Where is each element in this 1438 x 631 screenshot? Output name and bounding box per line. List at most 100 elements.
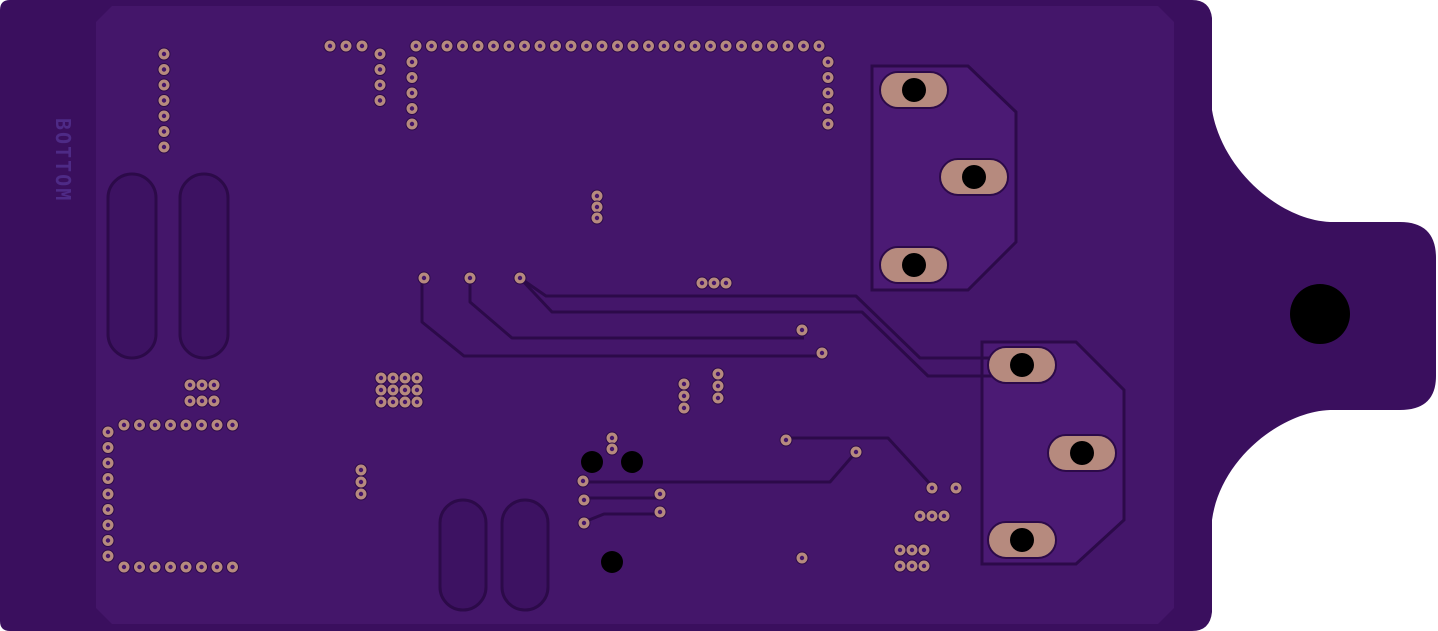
layer-label: BOTTOM	[51, 118, 75, 202]
pad-hole	[708, 43, 713, 49]
pad-hole	[230, 422, 235, 428]
pad-hole	[609, 435, 615, 441]
pad-hole	[692, 43, 698, 49]
pad-hole	[187, 382, 193, 388]
pad-hole	[953, 485, 959, 491]
pad-hole	[921, 563, 927, 569]
trace	[519, 276, 1000, 360]
pot-hole	[902, 253, 926, 277]
pad-hole	[358, 479, 364, 485]
pad-hole	[681, 393, 687, 399]
pad-hole	[377, 82, 383, 88]
pad-hole	[211, 398, 217, 404]
pad-hole	[377, 67, 383, 72]
pad-hole	[444, 43, 450, 49]
pad-hole	[137, 564, 142, 570]
pad-hole	[819, 350, 825, 356]
pad-hole	[199, 564, 204, 570]
slot	[438, 498, 488, 612]
pad-hole	[799, 555, 805, 561]
pad-hole	[409, 59, 415, 65]
pad-hole	[467, 275, 473, 281]
trace	[786, 436, 934, 488]
pad-hole	[783, 437, 789, 443]
trace	[518, 276, 1000, 378]
pad-hole	[187, 398, 193, 404]
pad-hole	[580, 478, 586, 484]
pad-hole	[897, 563, 903, 569]
pad-hole	[594, 193, 600, 199]
pad-hole	[414, 399, 420, 405]
pad-hole	[715, 383, 721, 389]
pad-hole	[214, 422, 220, 428]
pad-hole	[646, 43, 651, 49]
pad-hole	[715, 395, 721, 401]
pad-hole	[929, 513, 935, 519]
pad-hole	[137, 422, 142, 428]
pad-hole	[785, 43, 791, 49]
pad-hole	[105, 538, 111, 543]
pad-hole	[909, 563, 915, 569]
via-hole	[581, 451, 603, 473]
pad-hole	[105, 476, 111, 481]
pot-hole	[962, 165, 986, 189]
pad-hole	[801, 43, 806, 49]
pad-hole	[377, 98, 383, 103]
pad-hole	[475, 43, 481, 49]
pad-hole	[409, 121, 415, 127]
pad-hole	[414, 375, 420, 381]
pad-hole	[199, 422, 204, 428]
pad-hole	[460, 43, 465, 49]
pad-hole	[897, 547, 903, 553]
pad-hole	[421, 275, 427, 281]
pad-hole	[105, 491, 111, 497]
pad-hole	[183, 422, 189, 428]
pad-hole	[343, 43, 349, 49]
pad-hole	[909, 547, 915, 553]
pad-hole	[799, 327, 805, 333]
trace	[583, 512, 660, 524]
pad-hole	[599, 43, 605, 49]
pad-hole	[657, 509, 663, 515]
pad-hole	[161, 51, 167, 57]
pad-hole	[168, 564, 173, 570]
holes	[581, 284, 1350, 573]
pad-hole	[825, 59, 831, 65]
pad-hole	[630, 43, 636, 49]
pad-hole	[699, 280, 705, 286]
pad-hole	[715, 371, 721, 377]
slot	[106, 172, 158, 360]
pad-hole	[378, 387, 384, 393]
trace	[468, 278, 804, 340]
pad-hole	[121, 422, 127, 428]
pad-hole	[161, 129, 167, 134]
pad-hole	[409, 75, 415, 80]
pad-hole	[105, 429, 111, 435]
pad-hole	[378, 399, 384, 405]
pad-hole	[105, 507, 111, 512]
pad-hole	[429, 43, 434, 49]
pad-hole	[409, 90, 415, 96]
pad-hole	[657, 491, 663, 497]
pad-hole	[214, 564, 220, 570]
pad-hole	[681, 381, 687, 387]
pad-hole	[161, 113, 167, 119]
pad-hole	[152, 422, 158, 428]
pad-hole	[230, 564, 235, 570]
pad-hole	[161, 67, 167, 72]
pad-hole	[754, 43, 760, 49]
pad-hole	[105, 445, 111, 450]
pad-hole	[723, 43, 729, 49]
trace	[420, 278, 822, 358]
pad-hole	[359, 43, 365, 49]
pad-hole	[390, 399, 396, 405]
pad-hole	[522, 43, 527, 49]
pad-hole	[825, 75, 831, 80]
slots	[106, 172, 550, 612]
pad-hole	[414, 387, 420, 393]
pad-hole	[677, 43, 682, 49]
pad-hole	[816, 43, 822, 49]
via-hole	[601, 551, 623, 573]
pad-hole	[770, 43, 775, 49]
